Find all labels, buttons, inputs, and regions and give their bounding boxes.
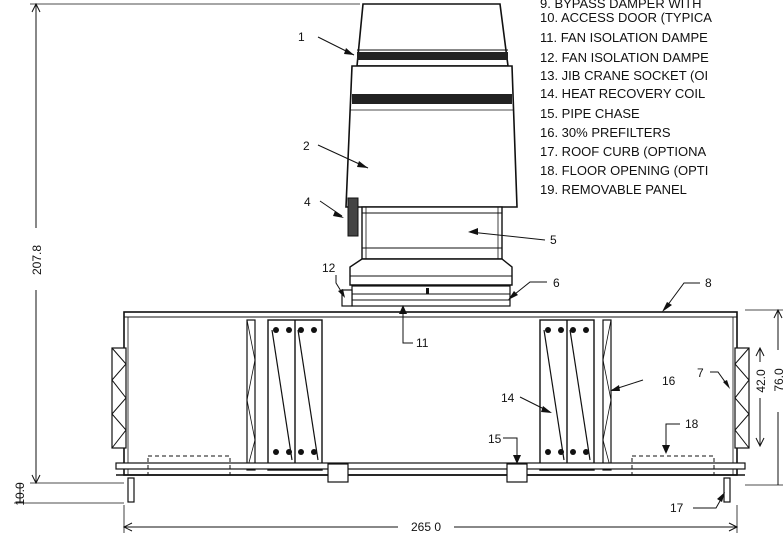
fan-housing [345,65,518,208]
cabinet-outline [123,311,738,476]
legend-item-18: 18. FLOOR OPENING (OPTI [540,163,708,178]
overall-height-dimension: 207.8 [30,245,44,275]
base-height-dimension: 10.0 [13,482,27,506]
legend-item-10: 10. ACCESS DOOR (TYPICA [540,10,712,25]
right-floor-opening [631,455,715,476]
legend-item-12: 12. FAN ISOLATION DAMPE [540,50,709,65]
callout-18: 18 [685,417,699,431]
callout-17: 17 [670,501,684,515]
component-legend: 9. BYPASS DAMPER WITH 10. ACCESS DOOR (T… [540,0,712,197]
legend-item-15: 15. PIPE CHASE [540,106,640,121]
callout-1: 1 [298,30,305,44]
legend-item-14: 14. HEAT RECOVERY COIL [540,86,705,101]
fan-hood-assembly [341,3,518,307]
unit-height-dimension: 76.0 [772,368,783,392]
air-handler-cabinet [111,311,750,503]
legend-item-13: 13. JIB CRANE SOCKET (OI [540,68,708,83]
callout-15: 15 [488,432,502,446]
coil-height-dimension: 42.0 [754,369,768,393]
legend-item-16: 16. 30% PREFILTERS [540,125,671,140]
callout-14: 14 [501,391,515,405]
overall-width-dimension: 265 0 [411,520,441,534]
legend-item-17: 17. ROOF CURB (OPTIONA [540,144,706,159]
motor-access-panel [347,197,359,237]
hood-band [357,52,508,60]
callout-5: 5 [550,233,557,247]
fan-isolation-damper [351,285,511,307]
left-prefilter [246,319,256,471]
callout-4: 4 [304,195,311,209]
callout-11: 11 [416,336,429,350]
damper-bracket [341,289,353,307]
callout-2: 2 [303,139,310,153]
right-pipe-chase [506,463,528,483]
left-floor-opening [147,455,231,476]
callout-8: 8 [705,276,712,290]
housing-band [352,94,512,104]
base-rail [115,462,746,470]
callout-leaders: 1 2 4 5 6 8 12 11 16 7 14 15 [298,30,730,515]
legend-item-11: 11. FAN ISOLATION DAMPE [540,30,708,45]
right-roof-curb [723,477,731,503]
left-pipe-chase [327,463,349,483]
left-roof-curb [127,477,135,503]
legend-item-19: 19. REMOVABLE PANEL [540,182,687,197]
right-prefilter [602,319,612,471]
callout-6: 6 [553,276,560,290]
legend-item-9: 9. BYPASS DAMPER WITH [540,0,702,11]
fan-transition [349,258,513,286]
callout-16: 16 [662,374,676,388]
dimension-lines: 207.8 10.0 265 0 76.0 42.0 [13,2,783,534]
callout-7: 7 [697,366,704,380]
callout-12: 12 [322,261,336,275]
